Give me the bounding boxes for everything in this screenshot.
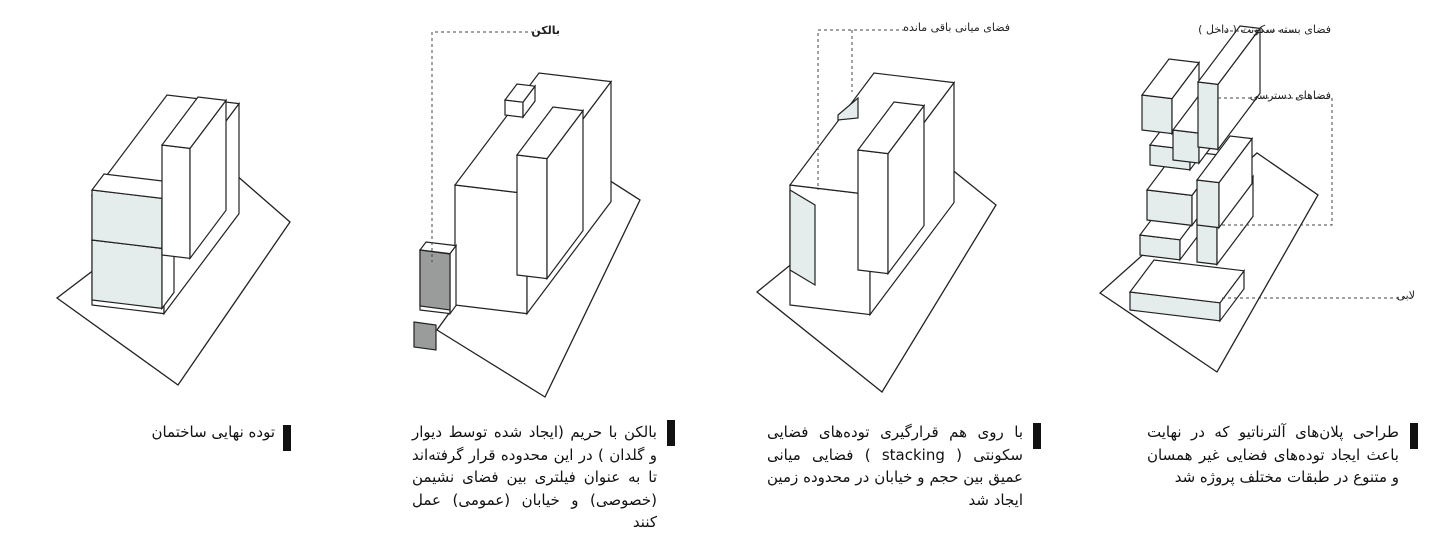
mass1-fin-top <box>160 96 228 149</box>
caption-marker-3 <box>1033 423 1041 449</box>
caption-stacking: با روی هم قرارگیری توده‌های فضایی سکونتی… <box>767 423 1024 509</box>
floor-4a-top <box>1140 58 1201 100</box>
lobby-volume-top <box>1128 259 1246 304</box>
mass2-fin-top <box>515 106 585 160</box>
floor-4c-front <box>1197 81 1219 151</box>
planter <box>413 321 437 351</box>
roof-element-front <box>504 99 524 118</box>
leader-residual-space <box>817 29 905 190</box>
leader-balcony <box>431 31 540 262</box>
mass1-upper-front <box>91 189 163 250</box>
label-balcony: بالکن <box>531 24 560 37</box>
roof-void <box>837 96 859 121</box>
caption-marker-1 <box>283 425 291 451</box>
mass2-fin-front <box>516 154 548 280</box>
caption-alternative-plans: طراحی پلان‌های آلترناتیو که در نهایت باع… <box>1147 423 1399 486</box>
mass1-lower-front <box>91 239 163 310</box>
label-residual-space: فضای میانی باقی مانده <box>903 21 1010 34</box>
floor-4b-front <box>1172 129 1200 164</box>
caption-marker-2 <box>667 420 675 446</box>
label-lobby: لابی <box>1396 289 1415 302</box>
floor-4c-top <box>1196 25 1262 86</box>
balcony-frame-side <box>449 243 457 316</box>
floor-1b-front <box>1196 221 1218 266</box>
mass3-fin-front <box>857 149 889 275</box>
label-closed-space: فضای بسته سکونت ( داخل ) <box>1198 23 1331 36</box>
residual-space-face <box>789 188 816 287</box>
mass1-fin-front <box>161 144 191 260</box>
floor-2b-front <box>1196 179 1220 229</box>
caption-marker-4 <box>1410 423 1418 449</box>
caption-final-mass: توده نهایی ساختمان <box>151 423 275 441</box>
label-access: فضاهای دسترسی <box>1249 89 1331 102</box>
mass2-main-front <box>454 184 528 315</box>
balcony-wall <box>419 249 451 311</box>
floor-2b-top <box>1195 135 1254 184</box>
roof-element-top <box>503 83 537 103</box>
leader-access <box>1218 97 1333 226</box>
caption-balcony: بالکن با حریم (ایجاد شده توسط دیوار و گل… <box>412 423 657 531</box>
mass3-fin-top <box>856 101 926 155</box>
floor-2a-front <box>1146 189 1193 227</box>
floor-4a-front <box>1141 94 1173 135</box>
